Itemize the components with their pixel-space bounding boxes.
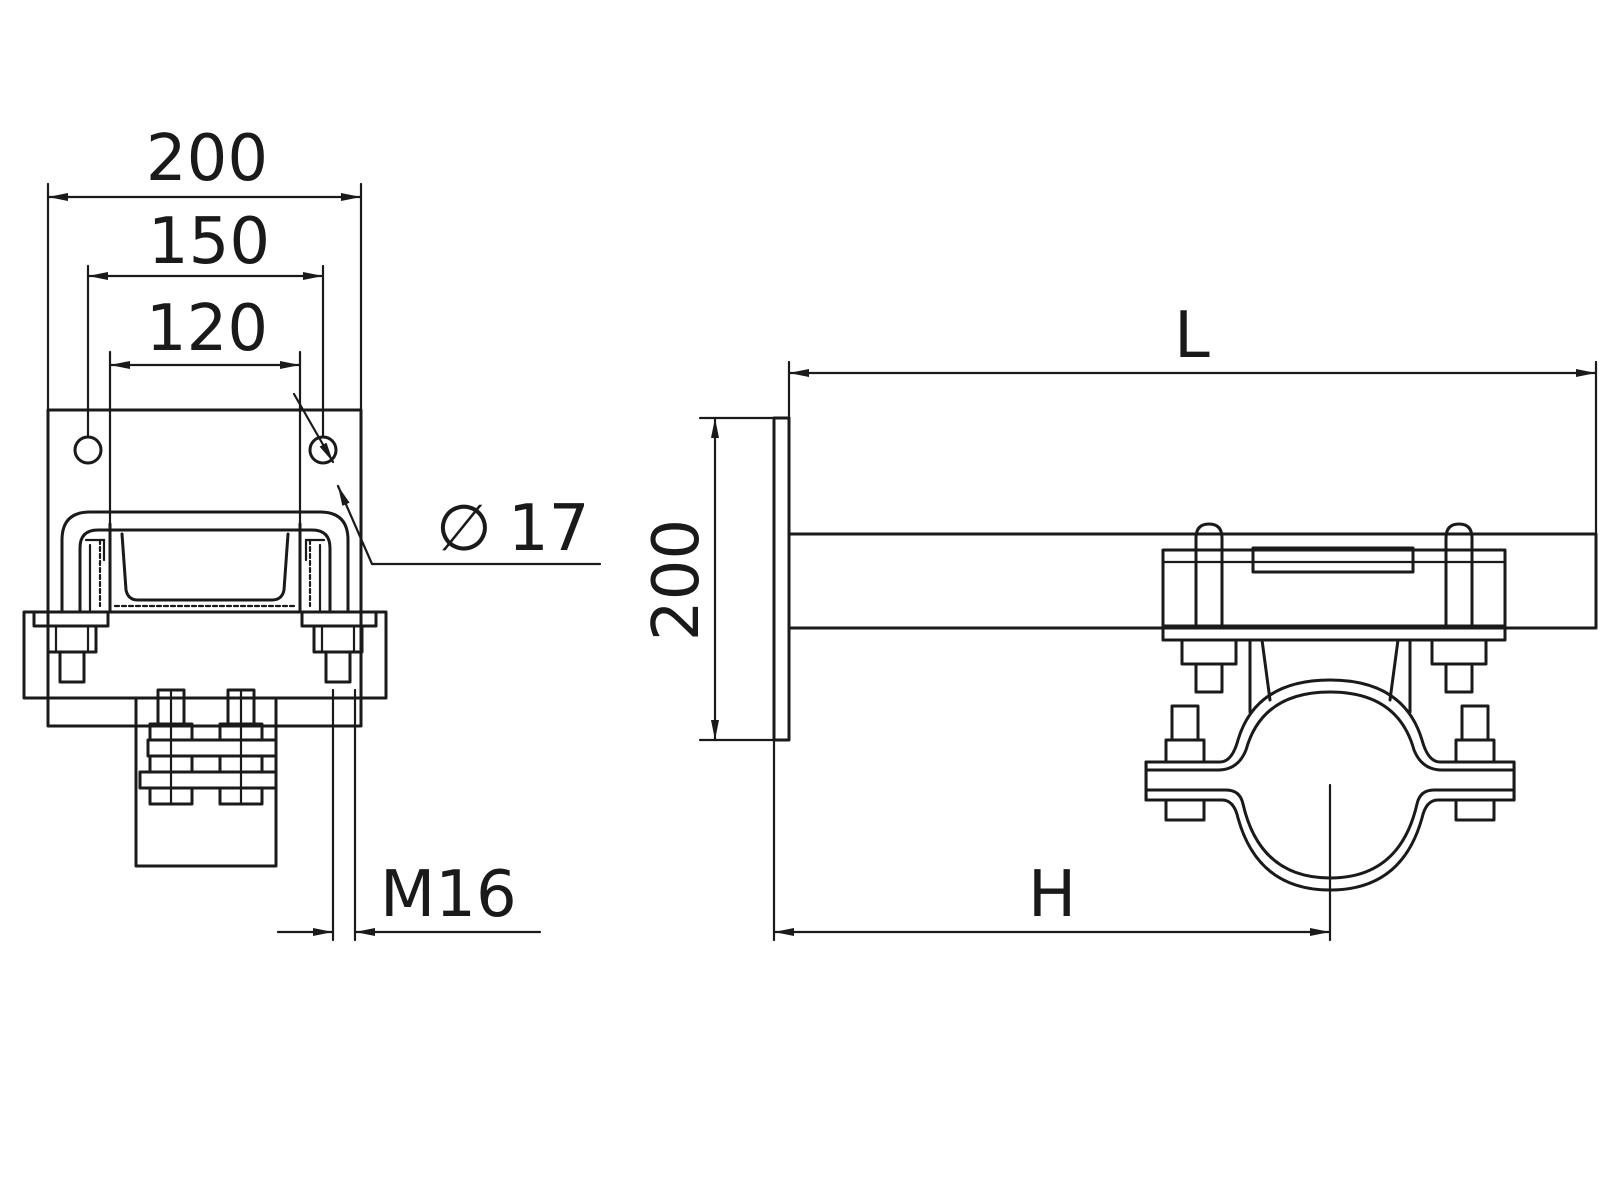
arm-u-bolt-right [1444, 522, 1474, 628]
clamp-flange-lower [138, 770, 278, 790]
saddle-bolt-right [1444, 662, 1474, 694]
hanger-bracket [1248, 638, 1412, 714]
dim-label-200: 200 [146, 122, 268, 196]
saddle-bolt-left [1194, 662, 1224, 694]
pipe-clamp-bolt-right [1460, 704, 1490, 742]
dim-label-diameter: 17 [508, 492, 589, 566]
pipe-clamp-nut-right-bottom [1454, 798, 1496, 822]
side-view [772, 416, 1598, 942]
washer-left [32, 610, 110, 628]
bolt-right [324, 650, 352, 684]
arm-u-bolt-left [1194, 522, 1224, 628]
hole-leader-lower [336, 484, 374, 566]
wall-plate-side [772, 416, 791, 742]
bracket-hatch [98, 538, 312, 608]
jaw-left [84, 538, 106, 614]
hole-leader-upper [292, 392, 335, 464]
pipe-clamp-upper-outer [1144, 678, 1516, 764]
bolt-left [58, 650, 86, 684]
wall-plate [46, 408, 363, 728]
front-dimensions: 200 150 120 ∅ 17 M16 [46, 122, 602, 942]
dim-label-120: 120 [146, 292, 268, 366]
pipe-clamp-upper [1144, 690, 1516, 772]
support-arm [787, 532, 1598, 630]
dim-label-h: H [1028, 858, 1076, 932]
pipe-clamp-bolt-left [1170, 704, 1200, 742]
pipe-clamp-nut-right-top [1454, 738, 1496, 764]
u-bracket-inner [78, 528, 332, 614]
saddle-nut-right [1430, 638, 1488, 666]
front-view [22, 408, 388, 868]
u-bracket-outer [60, 510, 350, 614]
dim-label-height-200: 200 [640, 519, 714, 641]
washer-right [300, 610, 378, 628]
channel-inner [120, 532, 290, 602]
side-dimensions: L 200 H [640, 299, 1598, 942]
pipe-clamp-nut-left-bottom [1164, 798, 1206, 822]
pipe-clamp-nut-left-top [1164, 738, 1206, 764]
dim-label-m16: M16 [380, 858, 517, 932]
dim-label-150: 150 [148, 205, 270, 279]
jaw-right [304, 538, 326, 614]
arm-clamp-label-plate [1251, 546, 1415, 574]
clamp-flange-upper [146, 738, 278, 758]
diameter-symbol: ∅ [436, 492, 492, 566]
dim-label-l: L [1174, 299, 1210, 373]
mounting-hole-left [73, 435, 103, 465]
saddle-nut-left [1180, 638, 1238, 666]
